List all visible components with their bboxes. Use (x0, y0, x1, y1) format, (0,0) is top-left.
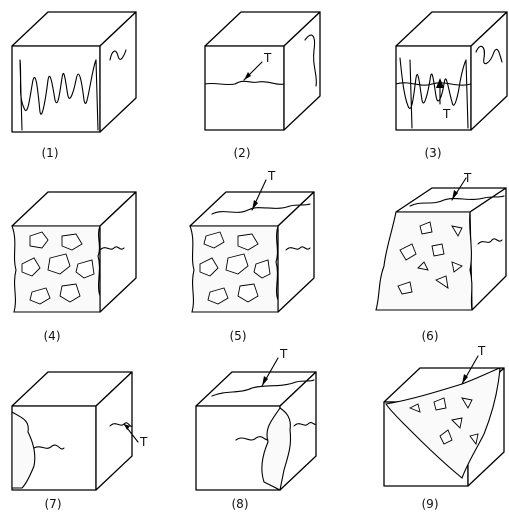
cube-2 (204, 11, 321, 131)
caption-3: (3) (425, 146, 442, 160)
cube-6-aggregates (397, 221, 463, 295)
marker-t-cube-7: T (139, 435, 148, 449)
cube-6-crack-top (409, 195, 505, 207)
cube-7-side-face (95, 371, 133, 491)
cube-4-crack-side (99, 246, 125, 251)
caption-1: (1) (42, 146, 59, 160)
cube-1-crack-side (109, 49, 127, 61)
cube-4-side-face (99, 191, 137, 313)
cube-2-front-face (204, 45, 285, 131)
cube-2-crack-side (304, 34, 317, 87)
caption-2: (2) (234, 146, 251, 160)
cube-8 (195, 357, 317, 491)
cube-5-crack-side (285, 246, 311, 251)
cube-3 (395, 11, 508, 131)
cube-3-crack-horizontal (395, 82, 472, 86)
cube-3-leader-arrow (436, 78, 444, 88)
cube-3-front-face (395, 45, 472, 131)
cube-8-crack-side (293, 422, 317, 427)
caption-5: (5) (230, 329, 247, 343)
cube-5-aggregates (199, 231, 271, 305)
cube-6-crack-side (477, 238, 503, 245)
marker-t-cube-9: T (477, 344, 486, 358)
caption-9: (9) (422, 497, 439, 511)
cube-5-leader-arrow (252, 200, 258, 210)
cube-4 (11, 191, 137, 313)
cube-1-front-face (11, 45, 101, 133)
cube-5-side-face (277, 191, 315, 313)
cube-7 (11, 371, 139, 491)
cube-4-aggregates (21, 231, 95, 305)
marker-t-cube-3: T (442, 107, 451, 121)
cube-6 (375, 177, 507, 311)
cube-7-leader-arrow (124, 424, 130, 430)
marker-t-cube-2: T (263, 51, 272, 65)
cube-2-leader-arrow (244, 72, 251, 80)
cube-2-crack-front (204, 80, 285, 86)
marker-t-cube-6: T (463, 171, 472, 185)
cube-9-aggregates (408, 397, 479, 446)
cube-2-side-face (283, 11, 321, 131)
caption-7: (7) (45, 497, 62, 511)
caption-8: (8) (232, 497, 249, 511)
cube-3-crack-vertical (399, 57, 469, 129)
cube-1-crack-edge (19, 59, 99, 131)
cube-1-crack-front (19, 59, 97, 115)
cube-5-crack-top (211, 203, 311, 215)
cube-6-leader-arrow (452, 190, 458, 200)
cube-9 (383, 355, 505, 487)
marker-t-cube-5: T (267, 169, 276, 183)
cube-8-fracture-surface (261, 407, 292, 491)
cube-1-side-face (99, 11, 137, 133)
cube-7-crack-front (33, 444, 65, 450)
cube-7-fracture-surface (11, 411, 36, 489)
cube-8-crack-front (235, 436, 269, 441)
cube-5 (189, 179, 315, 313)
caption-6: (6) (422, 329, 439, 343)
cube-8-leader-arrow (262, 376, 268, 386)
cube-8-crack-top (211, 379, 315, 397)
marker-t-cube-8: T (279, 347, 288, 361)
cube-3-side-face (470, 11, 508, 131)
cube-9-leader-arrow (462, 374, 468, 384)
caption-4: (4) (44, 329, 61, 343)
cube-1 (11, 11, 137, 133)
cube-3-crack-side (475, 45, 503, 65)
